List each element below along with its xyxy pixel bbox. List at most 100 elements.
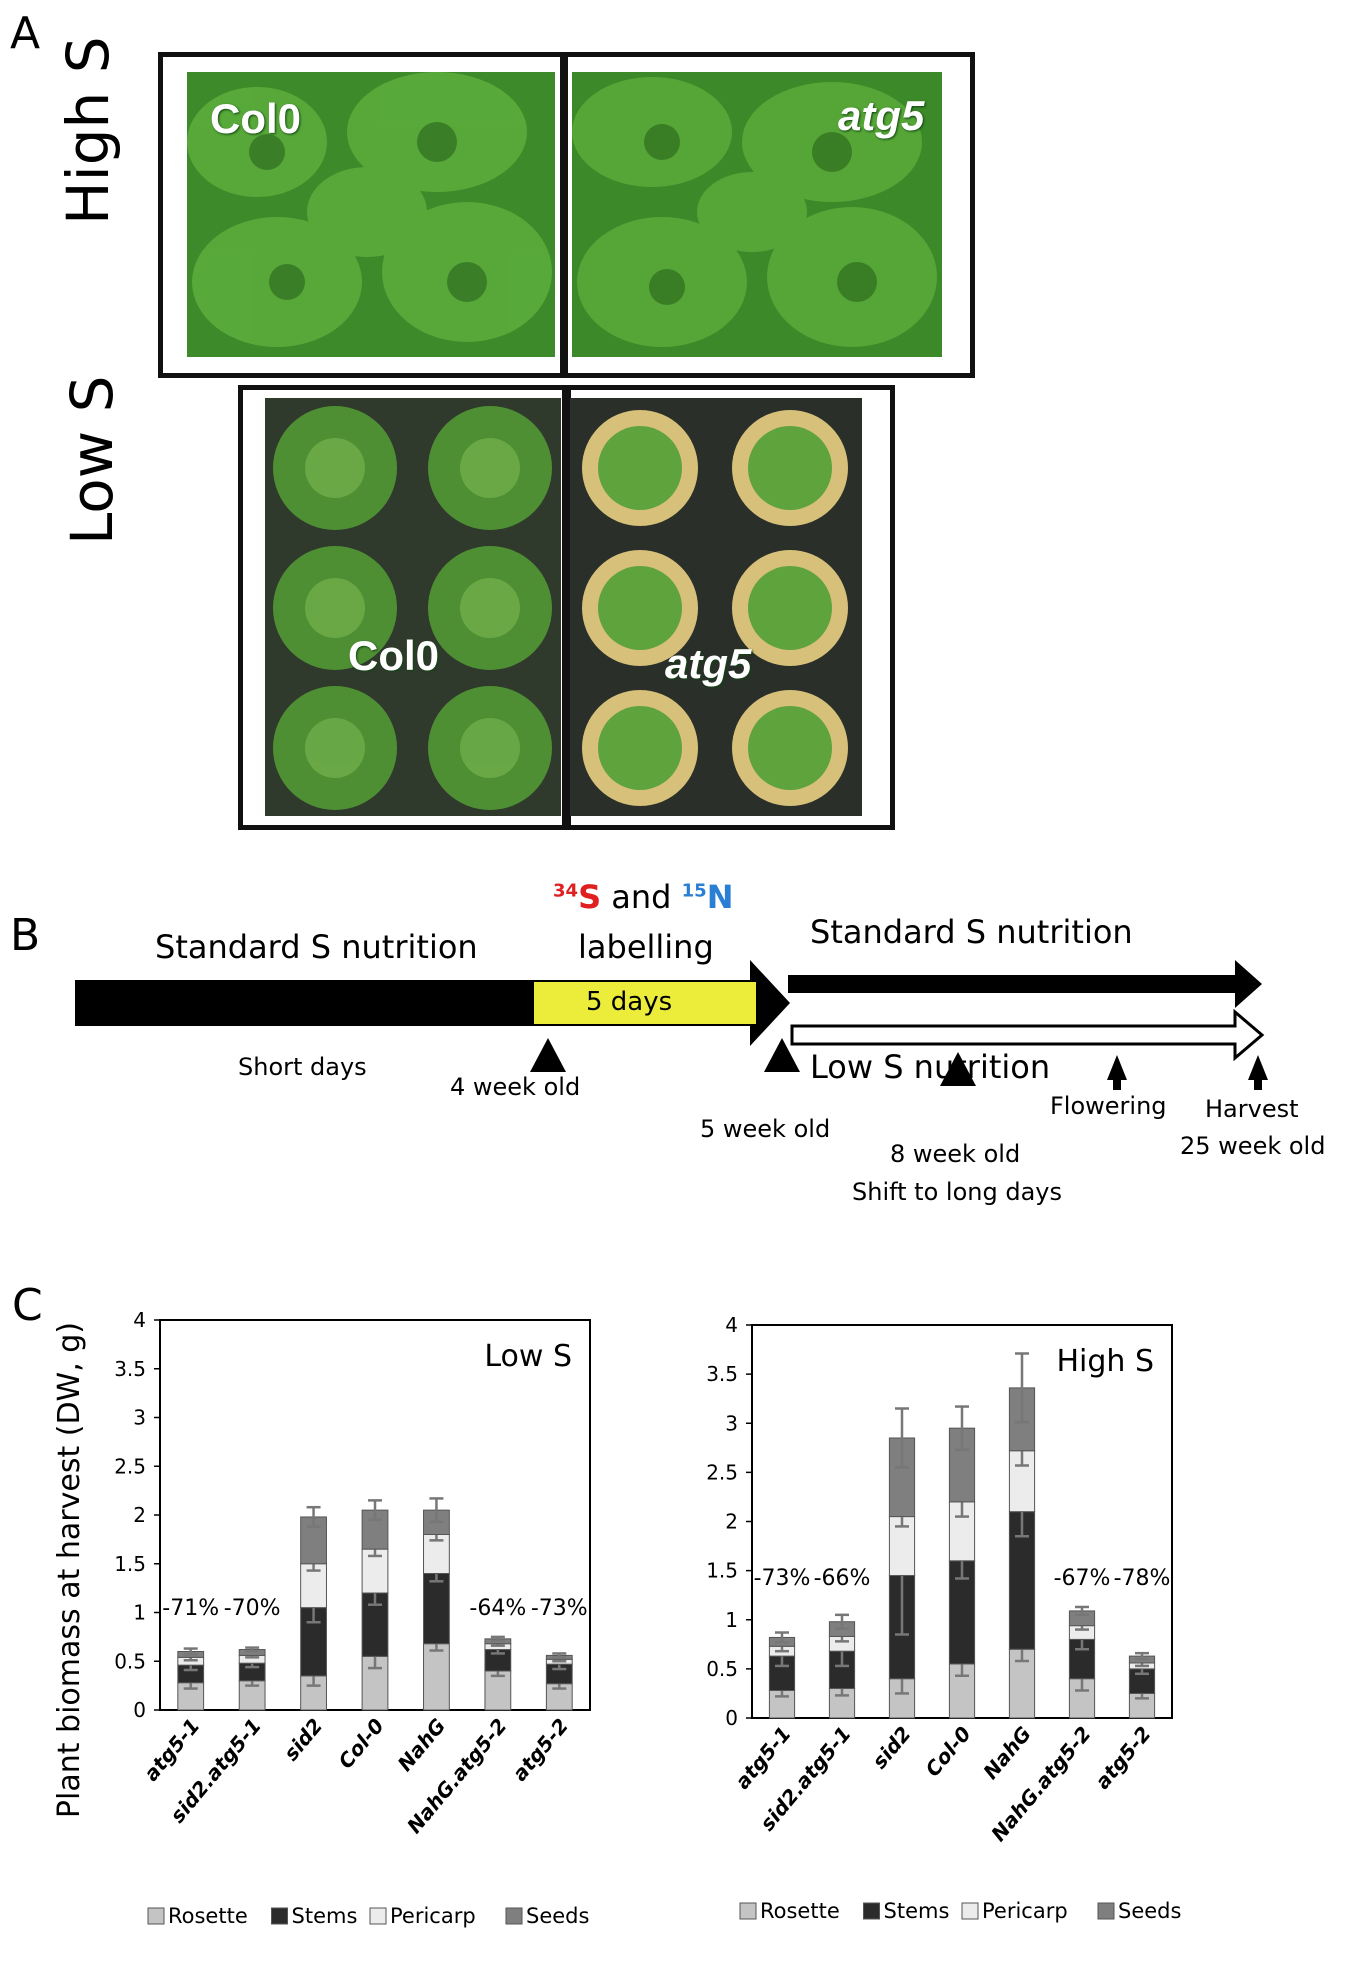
low-s-legend-swatch-seeds <box>505 1907 523 1925</box>
high-s-ytick-label: 4 <box>725 1313 738 1337</box>
low-s-legend-label-rosette: Rosette <box>168 1904 248 1928</box>
photo-label-low-col0: Col0 <box>348 632 440 679</box>
photo-label-high-col0: Col0 <box>210 95 302 142</box>
week8-label: 8 week old <box>890 1140 1021 1168</box>
five-days-label: 5 days <box>586 987 673 1017</box>
rosette-pattern-high-atg5 <box>572 72 942 357</box>
labelling-title: 34S and 15N <box>553 878 734 916</box>
isotope-15-superscript: 15 <box>681 880 707 902</box>
low-s-ytick-label: 4 <box>133 1308 146 1332</box>
low-s-category-label-2: sid2 <box>279 1714 328 1765</box>
y-axis-label: Plant biomass at harvest (DW, g) <box>52 1321 87 1819</box>
labelling-period-bar <box>534 982 756 1024</box>
low-s-bar-stems-4 <box>423 1573 450 1645</box>
high-s-category-label-4: NahG <box>978 1722 1036 1784</box>
low-s-bar-pericarp-3 <box>361 1548 389 1594</box>
week25-label: 25 week old <box>1180 1132 1326 1160</box>
standard-s-right-label: Standard S nutrition <box>810 913 1133 951</box>
panel-c-letter: C <box>12 1280 43 1331</box>
low-s-arrow <box>790 1008 1265 1062</box>
photo-frame-high-col0 <box>158 52 568 378</box>
labelling-word: labelling <box>578 928 714 966</box>
low-s-legend-label-pericarp: Pericarp <box>390 1904 476 1928</box>
marker-flowering <box>1107 1055 1127 1090</box>
row-label-low-s: Low S <box>58 375 126 545</box>
high-s-legend-swatch-seeds <box>1097 1902 1115 1920</box>
high-s-annotation-0: -73% <box>754 1566 811 1591</box>
photo-low-atg5 <box>570 398 862 816</box>
high-s-legend-label-pericarp: Pericarp <box>982 1899 1068 1923</box>
low-s-annotation-0: -71% <box>162 1596 219 1621</box>
high-s-category-label-6: atg5-2 <box>1090 1722 1156 1794</box>
low-s-category-label-3: Col-0 <box>333 1714 388 1774</box>
low-s-legend-swatch-pericarp <box>369 1907 387 1925</box>
low-s-bar-rosette-5 <box>484 1670 512 1711</box>
flowering-label: Flowering <box>1050 1092 1167 1120</box>
low-s-legend-label-seeds: Seeds <box>526 1904 589 1928</box>
low-s-title: Low S <box>484 1339 572 1374</box>
photo-label-low-atg5: atg5 <box>665 640 752 687</box>
high-s-legend-swatch-rosette <box>739 1902 757 1920</box>
high-s-ytick-label: 3.5 <box>706 1362 738 1386</box>
standard-s-arrow-left <box>75 960 790 1046</box>
labelling-and: and <box>601 878 682 916</box>
panel-a-letter: A <box>10 8 41 59</box>
photo-low-col0 <box>265 398 561 816</box>
high-s-ytick-label: 2.5 <box>706 1460 738 1484</box>
low-s-ytick-label: 0 <box>133 1698 146 1722</box>
marker-harvest <box>1248 1055 1268 1090</box>
low-s-ytick-label: 1 <box>133 1601 146 1625</box>
short-days-label: Short days <box>238 1053 367 1081</box>
panel-b-letter: B <box>10 910 41 961</box>
low-s-ytick-label: 2 <box>133 1503 146 1527</box>
low-s-category-label-4: NahG <box>393 1714 451 1776</box>
low-s-legend-swatch-rosette <box>147 1907 165 1925</box>
low-s-category-label-6: atg5-2 <box>507 1714 573 1786</box>
low-s-annotation-6: -73% <box>531 1596 588 1621</box>
low-s-legend-swatch-stems <box>271 1907 288 1925</box>
week4-label: 4 week old <box>450 1073 581 1101</box>
shift-long-days-label: Shift to long days <box>852 1178 1062 1206</box>
low-s-label: Low S nutrition <box>810 1048 1051 1086</box>
high-s-ytick-label: 2 <box>725 1510 738 1534</box>
high-s-legend-label-seeds: Seeds <box>1118 1899 1181 1923</box>
low-s-annotation-1: -70% <box>224 1596 281 1621</box>
photo-frame-low-col0 <box>238 385 571 830</box>
high-s-annotation-6: -78% <box>1114 1566 1171 1591</box>
isotope-n-letter: N <box>706 878 734 916</box>
low-s-ytick-label: 2.5 <box>114 1454 146 1478</box>
low-s-ytick-label: 3.5 <box>114 1357 146 1381</box>
high-s-legend-swatch-stems <box>863 1902 880 1920</box>
high-s-ytick-label: 3 <box>725 1411 738 1435</box>
high-s-bar-rosette-5 <box>1068 1678 1096 1719</box>
low-s-bar-rosette-4 <box>423 1643 450 1711</box>
isotope-34-superscript: 34 <box>553 880 579 902</box>
standard-s-arrow-right <box>788 960 1262 1008</box>
high-s-legend-label-rosette: Rosette <box>760 1899 840 1923</box>
low-s-category-label-0: atg5-1 <box>139 1714 205 1786</box>
rosette-pattern-low-atg5 <box>570 398 862 816</box>
rosette-pattern-high-col0 <box>187 72 555 357</box>
high-s-category-label-3: Col-0 <box>920 1722 975 1782</box>
marker-5-week <box>764 1038 800 1072</box>
low-s-ytick-label: 0.5 <box>114 1649 146 1673</box>
standard-s-left-label: Standard S nutrition <box>155 928 478 966</box>
high-s-ytick-label: 1.5 <box>706 1559 738 1583</box>
high-s-ytick-label: 1 <box>725 1608 738 1632</box>
low-s-annotation-5: -64% <box>469 1596 526 1621</box>
photo-frame-high-atg5 <box>560 52 975 378</box>
harvest-label: Harvest <box>1205 1095 1299 1123</box>
high-s-legend-swatch-pericarp <box>961 1902 979 1920</box>
week5-label: 5 week old <box>700 1115 831 1143</box>
rosette-pattern-low-col0 <box>265 398 561 816</box>
photo-frame-low-atg5 <box>562 385 895 830</box>
marker-8-week <box>940 1052 976 1086</box>
high-s-annotation-5: -67% <box>1054 1566 1111 1591</box>
marker-4-week <box>530 1038 566 1072</box>
row-label-high-s: High S <box>54 36 122 225</box>
high-s-category-label-2: sid2 <box>867 1722 916 1773</box>
low-s-legend-label-stems: Stems <box>292 1904 358 1928</box>
